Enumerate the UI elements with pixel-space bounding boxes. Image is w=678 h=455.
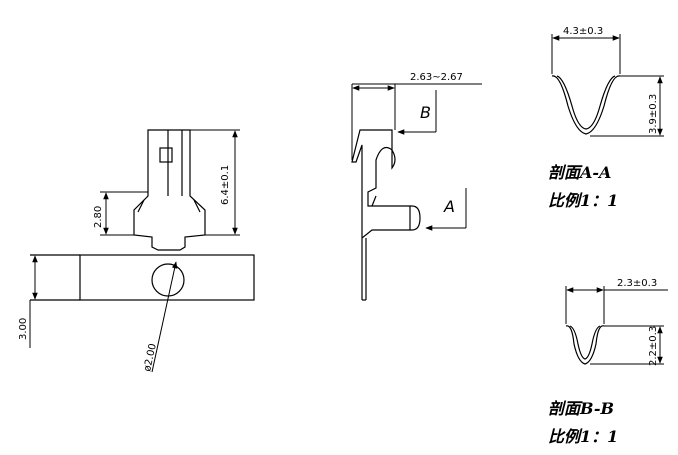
section-marker-a: A bbox=[425, 188, 467, 231]
contact-window bbox=[159, 147, 173, 163]
section-b-height-label: 2.2±0.3 bbox=[648, 326, 659, 366]
section-marker-b: B bbox=[397, 90, 437, 135]
section-a-width-label: 4.3±0.3 bbox=[563, 26, 603, 37]
section-b: 2.3±0.3 2.2±0.3 剖面B-B 比例1：1 bbox=[548, 278, 668, 446]
section-a-height-label: 3.9±0.3 bbox=[648, 94, 659, 134]
svg-text:A: A bbox=[443, 197, 455, 216]
side-view: 2.63~2.67 B A bbox=[351, 72, 482, 301]
base-plate bbox=[79, 254, 255, 301]
thickness-label: 2.63~2.67 bbox=[410, 72, 463, 83]
section-a-title: 剖面A-A bbox=[548, 163, 611, 182]
base-height-label: 3.00 bbox=[18, 318, 29, 340]
svg-text:B: B bbox=[420, 103, 431, 122]
section-a-profile bbox=[551, 75, 621, 135]
side-profile bbox=[351, 129, 421, 300]
front-view: 6.4±0.1 2.80 3.00 ø2.00 bbox=[18, 129, 255, 373]
section-b-title: 剖面B-B bbox=[548, 399, 614, 418]
section-b-profile bbox=[565, 325, 605, 365]
total-height-label: 6.4±0.1 bbox=[220, 165, 231, 205]
section-b-scale: 比例1：1 bbox=[548, 427, 618, 446]
section-a-scale: 比例1：1 bbox=[548, 191, 618, 210]
wing-height-label: 2.80 bbox=[93, 206, 104, 228]
hole-diameter-label: ø2.00 bbox=[142, 343, 159, 373]
hole bbox=[151, 263, 185, 297]
section-a: 4.3±0.3 3.9±0.3 剖面A-A 比例1：1 bbox=[548, 26, 664, 210]
section-b-width-label: 2.3±0.3 bbox=[617, 278, 657, 289]
